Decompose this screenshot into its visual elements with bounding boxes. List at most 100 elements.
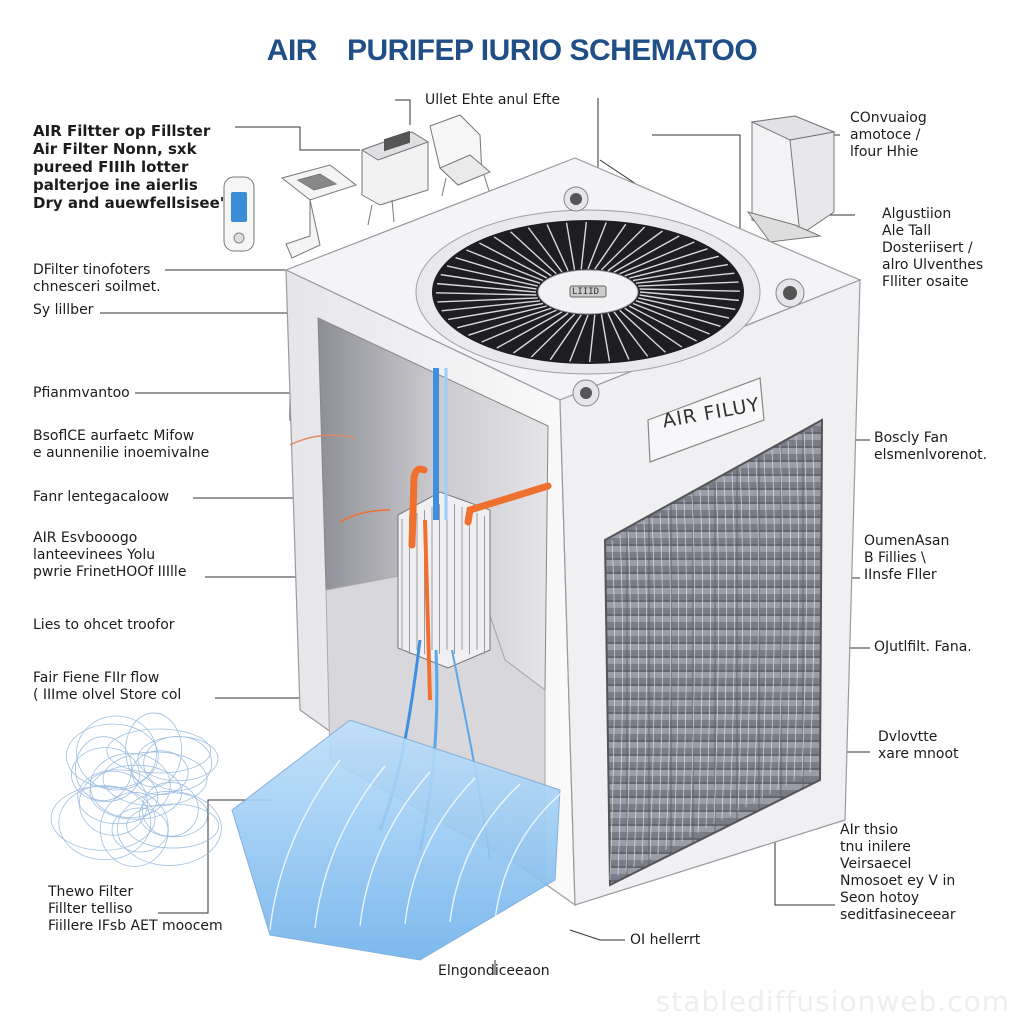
fan-blade xyxy=(440,273,537,290)
fan-blade xyxy=(437,297,538,303)
grille-streak xyxy=(697,490,703,833)
fan-blade xyxy=(549,314,582,361)
label-line: IInsfe Fller xyxy=(864,567,937,583)
label-engon: Elngondiceeaon xyxy=(438,963,550,980)
label-line: tnu inilere xyxy=(840,839,911,855)
dust-swirl xyxy=(125,712,183,788)
fan-blade xyxy=(588,314,596,363)
fan-blade xyxy=(527,227,563,273)
label-line: Seon hotoy xyxy=(840,890,920,906)
purifier-unit xyxy=(50,157,862,961)
dust-swirl xyxy=(131,750,189,796)
fan-blade xyxy=(569,314,589,362)
label-line: Fanr lentegacaloow xyxy=(33,489,170,505)
label-line: seditfasineceear xyxy=(840,907,956,923)
label-line: Fair Fiene FIIr flow xyxy=(33,670,160,686)
label-line: OumenAsan xyxy=(864,533,950,549)
fan-blade xyxy=(639,291,739,302)
fan-blade xyxy=(587,222,607,270)
fan-blade xyxy=(613,235,680,273)
cartridge-rib xyxy=(359,771,431,927)
fan-blade xyxy=(632,302,710,335)
dust-swirl xyxy=(106,728,212,774)
label-boscy: Boscly Fan elsmenlvorenot. xyxy=(874,430,987,464)
accessory-tower xyxy=(746,115,836,243)
grille-streak xyxy=(673,503,679,846)
fan-hub-label: LIIID xyxy=(572,287,600,297)
label-fanr: Fanr lentegacaloow xyxy=(33,489,169,506)
fan-blade xyxy=(446,265,538,287)
label-line: Fillter telliso xyxy=(48,901,133,917)
label-line: Boscly Fan xyxy=(874,430,949,446)
dust-swirl xyxy=(76,715,157,791)
label-line: amotoce / xyxy=(850,127,921,143)
grille-streak xyxy=(777,445,783,790)
label-ojuth: OJutlfilt. Fana. xyxy=(874,639,972,656)
fan-blade xyxy=(435,292,537,296)
fan-blade xyxy=(496,311,563,349)
accessory-chair xyxy=(429,114,491,197)
label-line: BsoflCE aurfaetc Mifow xyxy=(33,428,195,444)
fan-blades xyxy=(435,221,741,363)
grille-streak xyxy=(745,463,751,807)
cartridge-rib xyxy=(449,783,521,923)
fan-blade xyxy=(437,282,537,293)
dust-swirl xyxy=(139,792,208,838)
fan-blade xyxy=(510,231,557,275)
label-filter-top: AIR Filtter op Fillster Air Filter Nonn,… xyxy=(33,122,224,212)
grille-streak xyxy=(769,449,775,795)
grille-streak xyxy=(713,481,719,825)
label-line: B Fillies \ xyxy=(864,550,926,566)
label-line: AIR Esvbooogo xyxy=(33,530,138,546)
grille-streak xyxy=(721,476,727,820)
fan-blade xyxy=(607,230,663,272)
fan-blade xyxy=(629,255,719,279)
dust-swirl xyxy=(75,736,132,802)
grille-streak xyxy=(753,458,759,803)
fan-blade xyxy=(632,263,728,282)
fan-blade xyxy=(468,307,552,336)
label-line: Fiillere IFsb AET moocem xyxy=(48,918,223,934)
label-alr-esvb: AIR Esvbooogo lanteevinees Yolu pwrie Fr… xyxy=(33,530,186,581)
label-oi-hellerrt: OI hellerrt xyxy=(630,932,700,949)
grille-streak xyxy=(801,431,807,777)
fan-blade xyxy=(455,256,541,284)
label-dfiltes: DFilter tinofoters chnesceri soilmet. Sy… xyxy=(33,262,161,319)
fan-blade xyxy=(580,221,588,270)
label-line: lanteevinees Yolu xyxy=(33,547,156,563)
dust-swirl xyxy=(111,807,169,853)
grille-streak xyxy=(761,454,767,799)
dust-swirl xyxy=(116,791,222,866)
fan-blade xyxy=(624,307,683,348)
label-line: Air Filter Nonn, sxk xyxy=(33,140,197,158)
fan-blade xyxy=(479,242,548,279)
dust-swirl xyxy=(79,770,148,836)
label-line: palterjoe ine aierlis xyxy=(33,176,198,194)
fan-blade xyxy=(619,309,666,353)
label-line: Flliter osaite xyxy=(882,274,969,290)
label-line: lfour Hhie xyxy=(850,144,919,160)
fan-blade xyxy=(530,313,576,358)
grille-streak xyxy=(665,508,671,850)
fan-blade xyxy=(619,241,695,275)
grille-streak xyxy=(633,526,639,868)
fan-blade xyxy=(600,314,611,362)
label-line: OJutlfilt. Fana. xyxy=(874,639,972,655)
label-line: OI hellerrt xyxy=(630,932,701,948)
fan-blade xyxy=(546,224,569,272)
grille-streak xyxy=(785,440,791,786)
label-line: ( IIIme olvel Store col xyxy=(33,687,182,703)
label-oumen: OumenAsan B Fillies \ IInsfe Fller xyxy=(864,533,949,584)
watermark: stablediffusionweb.com xyxy=(655,985,1010,1018)
label-line: Ale Tall xyxy=(882,223,932,239)
label-line: DFilter tinofoters xyxy=(33,262,151,278)
label-line: chnesceri soilmet. xyxy=(33,279,161,295)
label-conv: COnvuaiog amotoce / lfour Hhie xyxy=(850,110,927,161)
dust-swirl xyxy=(143,735,213,791)
dust-swirl xyxy=(71,747,140,803)
label-line: Veirsaecel xyxy=(840,856,912,872)
label-line: xare mnoot xyxy=(878,746,959,762)
